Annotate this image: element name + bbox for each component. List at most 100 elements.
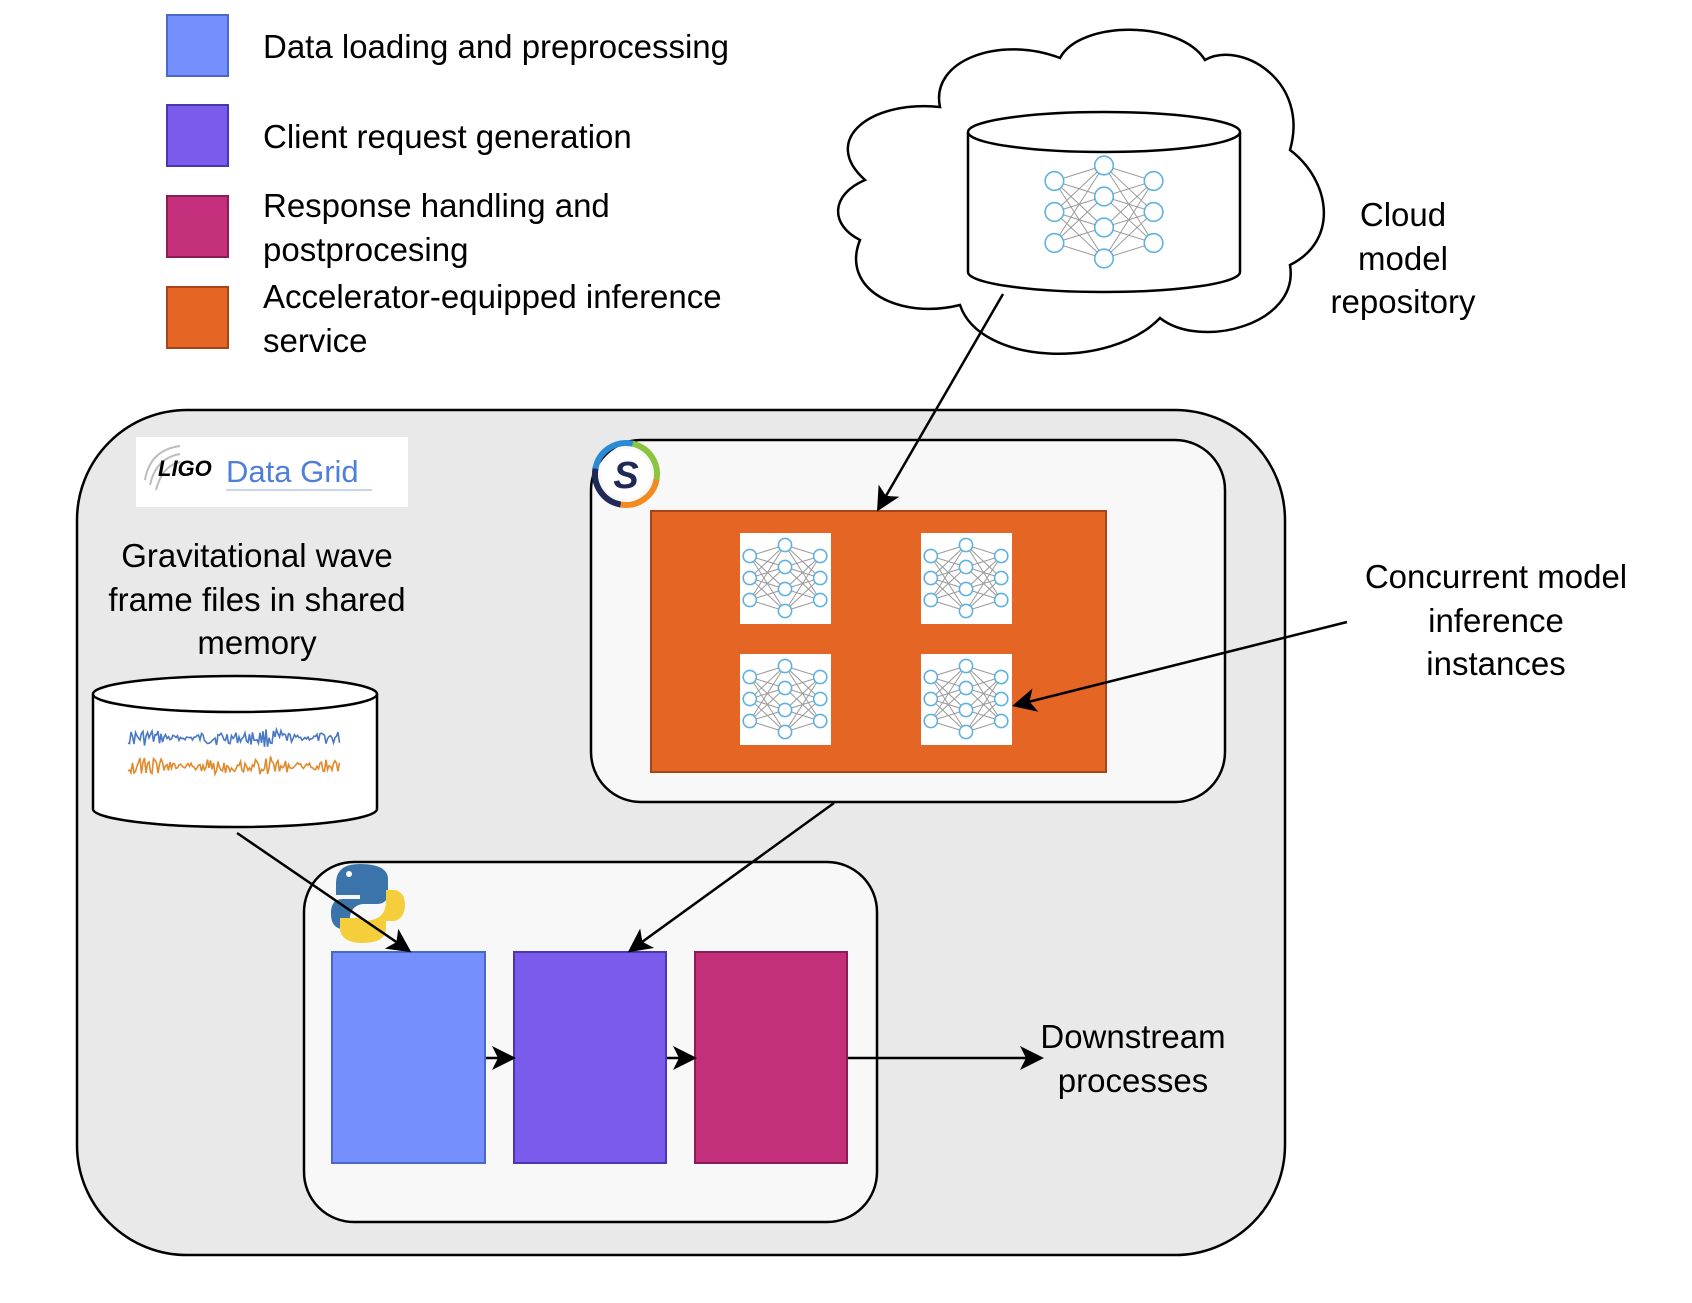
concurrent-label-line-2: inference bbox=[1428, 602, 1564, 639]
ligo-data-grid-logo: LIGO Data Grid bbox=[136, 437, 408, 507]
python-logo-eye bbox=[346, 871, 352, 877]
nn-edge bbox=[965, 555, 1002, 612]
nn-node bbox=[1044, 201, 1065, 223]
ligo-wave-arcs-icon bbox=[144, 445, 181, 491]
arrows bbox=[236, 293, 1348, 1070]
nn-edge bbox=[784, 698, 821, 733]
nn-node bbox=[742, 691, 758, 707]
nn-node bbox=[958, 680, 974, 696]
nn-node bbox=[993, 570, 1009, 586]
nn-edge bbox=[1053, 165, 1105, 244]
legend-item-response-handling: Response handling and postprocesing bbox=[166, 187, 610, 268]
ligo-logo-background bbox=[136, 437, 408, 507]
nn-node bbox=[777, 658, 793, 674]
nn-edge bbox=[965, 555, 1002, 590]
legend: Data loading and preprocessing Client re… bbox=[166, 14, 729, 359]
nn-edge bbox=[1103, 180, 1155, 259]
neural-network-icon bbox=[1044, 155, 1164, 269]
legend-swatch-data-loading bbox=[166, 14, 229, 77]
nn-edge bbox=[1054, 196, 1105, 244]
neural-network-icon bbox=[742, 537, 828, 619]
server-logo-ring-blue bbox=[591, 439, 660, 508]
frame-files-storage bbox=[91, 674, 379, 829]
nn-node bbox=[923, 548, 939, 564]
nn-node bbox=[742, 570, 758, 586]
python-logo-icon bbox=[331, 864, 405, 943]
accelerator-inference-service bbox=[650, 510, 1107, 773]
nn-node bbox=[993, 713, 1009, 729]
arrow-frames-to-data-loading bbox=[236, 831, 412, 953]
nn-node bbox=[923, 669, 939, 685]
nn-edge bbox=[784, 676, 821, 711]
legend-swatch-response-handling bbox=[166, 195, 229, 258]
nn-edge bbox=[965, 698, 1002, 733]
nn-edge bbox=[749, 665, 786, 722]
nn-edge bbox=[784, 577, 821, 612]
neural-network-icon bbox=[923, 537, 1009, 619]
nn-node bbox=[1143, 201, 1164, 223]
nn-edge bbox=[930, 544, 967, 579]
nn-node bbox=[742, 548, 758, 564]
nn-node bbox=[993, 691, 1009, 707]
nn-node bbox=[777, 603, 793, 619]
nn-node bbox=[958, 537, 974, 553]
nn-edge bbox=[965, 676, 1002, 711]
frames-label-line-3: memory bbox=[197, 624, 317, 661]
model-repo-cylinder-top bbox=[966, 110, 1242, 154]
nn-node bbox=[777, 581, 793, 597]
nn-node bbox=[1044, 170, 1065, 192]
nn-node bbox=[742, 592, 758, 608]
nn-node bbox=[1044, 232, 1065, 254]
nn-edge bbox=[930, 665, 967, 722]
frames-label: Gravitational wave frame files in shared… bbox=[108, 537, 405, 661]
nn-node bbox=[1093, 155, 1115, 176]
nn-node bbox=[742, 669, 758, 685]
neural-network-icon bbox=[742, 658, 828, 740]
cloud-label-line-2: model bbox=[1358, 240, 1448, 277]
legend-swatch-client-request bbox=[166, 104, 229, 167]
nn-node bbox=[812, 669, 828, 685]
strain-waveform-icon bbox=[127, 726, 341, 777]
legend-item-inference-service: Accelerator-equipped inference service bbox=[166, 278, 722, 359]
python-logo-blue-half bbox=[331, 864, 388, 929]
model-instance-3 bbox=[740, 654, 831, 745]
nn-node bbox=[1143, 170, 1164, 192]
downstream-label: Downstream processes bbox=[1040, 1018, 1225, 1099]
arrow-server-to-client-request bbox=[627, 801, 835, 953]
cloud-label-line-1: Cloud bbox=[1360, 196, 1446, 233]
model-repo-cylinder-body bbox=[966, 132, 1242, 294]
nn-node bbox=[777, 559, 793, 575]
legend-label-inference-service: Accelerator-equipped inference bbox=[263, 278, 722, 315]
nn-edge bbox=[1054, 165, 1105, 213]
nn-node bbox=[923, 713, 939, 729]
frame-cylinder-body bbox=[91, 694, 379, 829]
nn-edge bbox=[965, 577, 1002, 612]
waveform-detector-2 bbox=[127, 756, 341, 777]
nn-node bbox=[1093, 248, 1115, 269]
neural-network-icon bbox=[923, 658, 1009, 740]
nn-edge bbox=[930, 665, 967, 700]
legend-item-client-request: Client request generation bbox=[166, 104, 632, 167]
cloud-model-repository: Cloud model repository bbox=[836, 28, 1476, 356]
nn-edge bbox=[749, 665, 786, 700]
nn-node bbox=[812, 713, 828, 729]
legend-label-data-loading: Data loading and preprocessing bbox=[263, 28, 729, 65]
model-instance-4 bbox=[921, 654, 1012, 745]
nn-node bbox=[923, 691, 939, 707]
nn-edge bbox=[749, 544, 786, 579]
legend-label-inference-service-2: service bbox=[263, 322, 368, 359]
nn-node bbox=[812, 691, 828, 707]
nn-node bbox=[958, 559, 974, 575]
nn-node bbox=[958, 724, 974, 740]
concurrent-label-line-3: instances bbox=[1426, 645, 1565, 682]
nn-node bbox=[1093, 217, 1115, 238]
arrow-concurrent-label-to-instance bbox=[1012, 620, 1348, 712]
model-instance-2 bbox=[921, 533, 1012, 624]
model-instance-1 bbox=[740, 533, 831, 624]
legend-label-response-handling-2: postprocesing bbox=[263, 231, 468, 268]
nn-node bbox=[958, 603, 974, 619]
nn-node bbox=[958, 581, 974, 597]
nn-node bbox=[958, 702, 974, 718]
concurrent-instances-label: Concurrent model inference instances bbox=[1365, 558, 1627, 682]
